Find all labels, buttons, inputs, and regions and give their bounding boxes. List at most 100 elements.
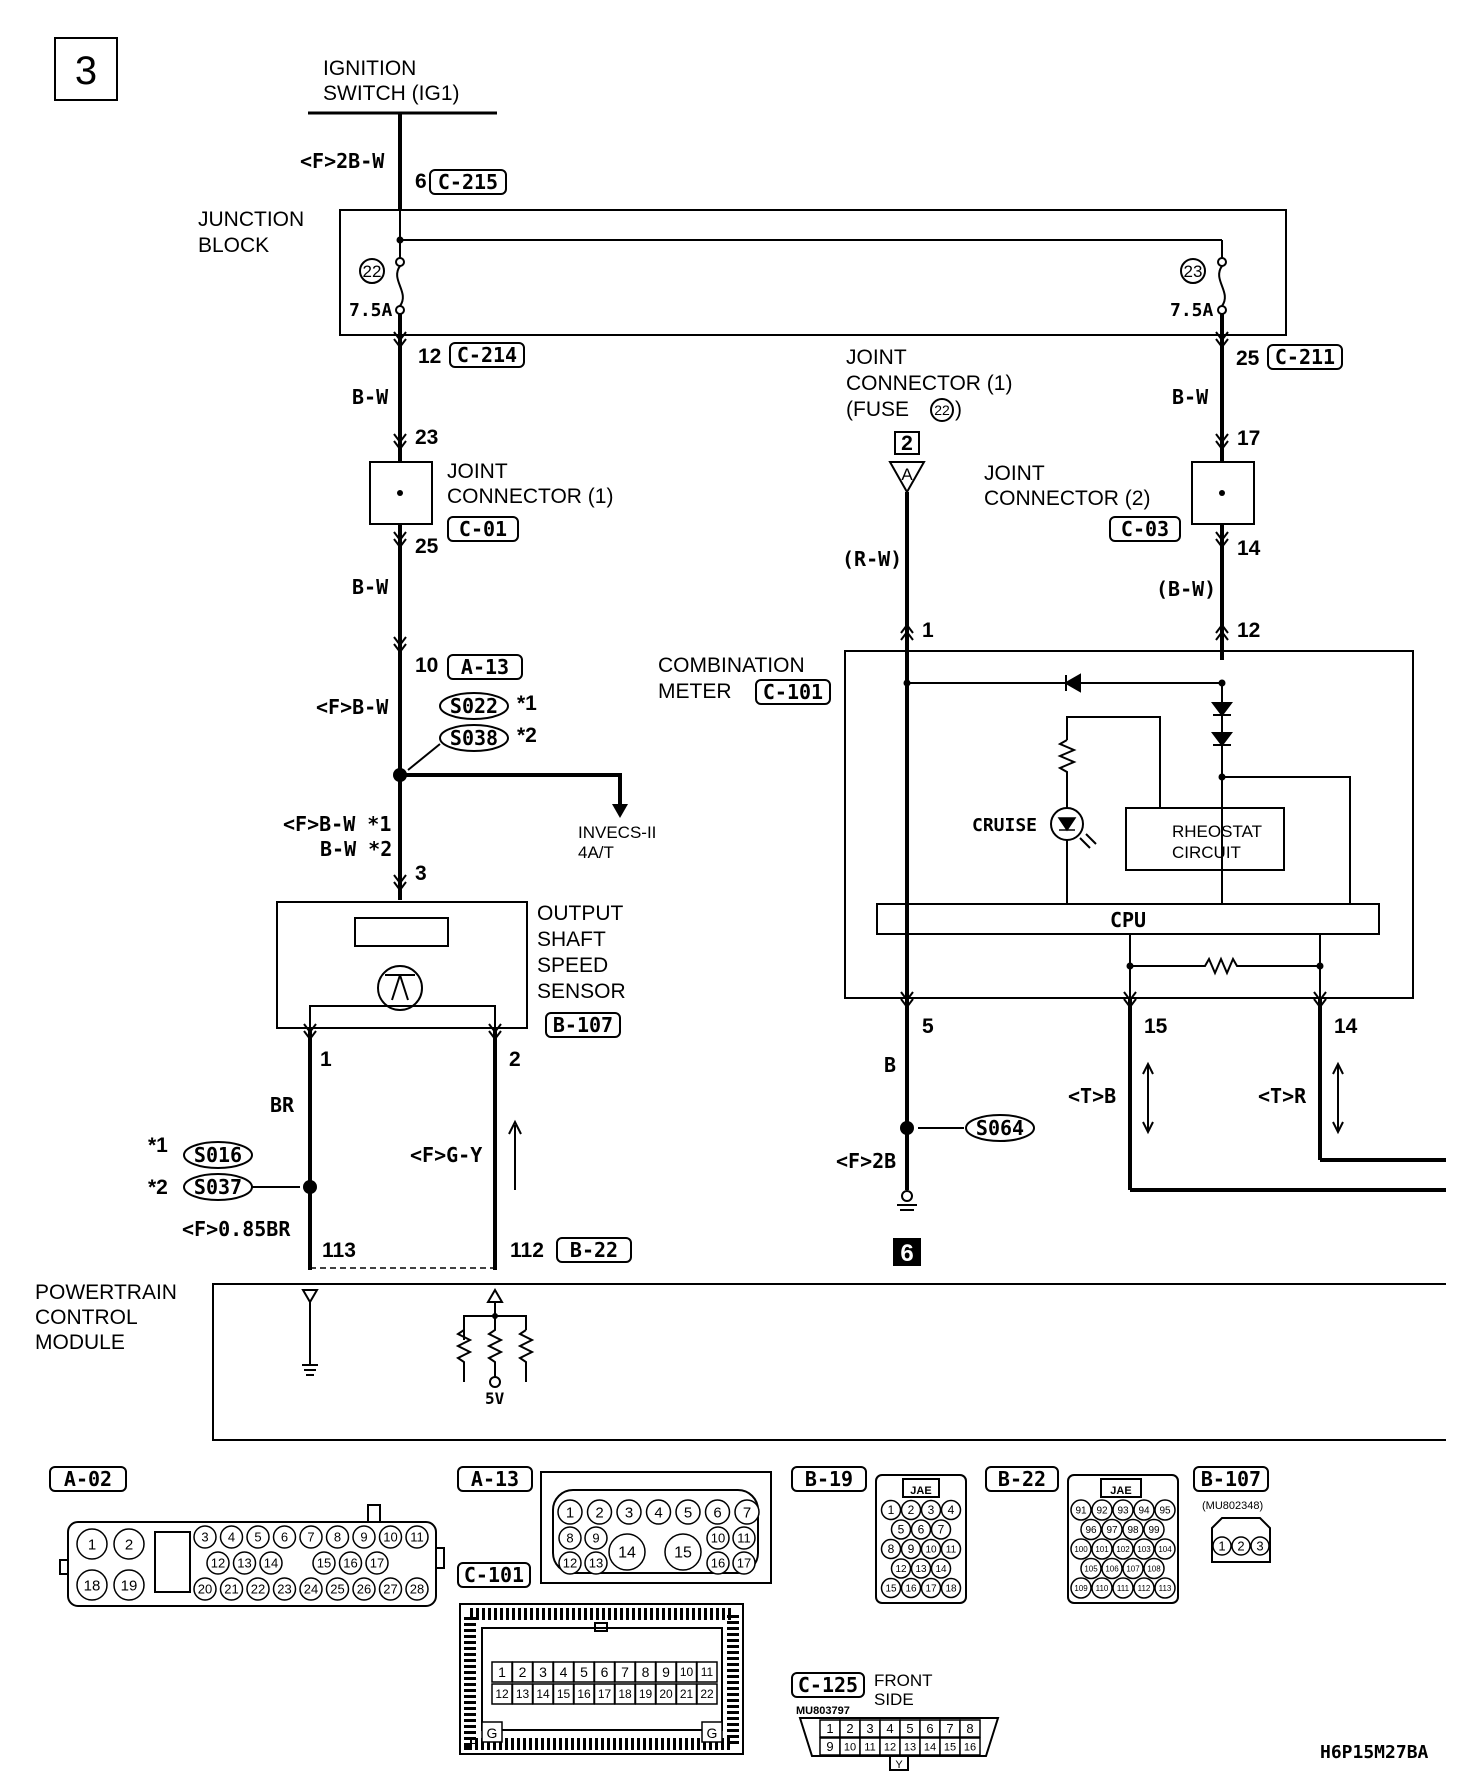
conn-b107: B-107 <box>553 1013 613 1037</box>
connector-pin-label: 11 <box>737 1531 751 1546</box>
conn-c125-part: MU803797 <box>796 1705 850 1717</box>
connector-pin-label: 10 <box>711 1531 725 1546</box>
pcm-resistor-1 <box>455 1329 473 1382</box>
connector-pin-label: 17 <box>925 1584 937 1595</box>
connector-pin <box>405 1577 429 1601</box>
meter-resistor <box>1057 739 1077 800</box>
connector-pin-label: 1 <box>826 1721 833 1736</box>
connector-pin-label: 6 <box>918 1523 925 1537</box>
connector-pin-label: 110 <box>1096 1584 1109 1593</box>
connector-pin-label: 12 <box>884 1741 896 1753</box>
pin-10: 10 <box>415 654 438 677</box>
pcm-label-1: POWERTRAIN <box>35 1281 177 1304</box>
connector-pin <box>1080 1518 1102 1541</box>
connector-pin <box>930 1558 952 1579</box>
connector-pin-label: 17 <box>598 1687 612 1701</box>
joint-connector-1-box <box>369 461 433 525</box>
connector-pin-label: 12 <box>895 1564 907 1575</box>
connector-pin <box>1091 1538 1113 1560</box>
connector-pin-label: 6 <box>281 1530 288 1545</box>
svg-text:S037: S037 <box>194 1175 242 1199</box>
connector-pin-label: 9 <box>908 1542 915 1556</box>
connector-pin <box>706 1551 730 1575</box>
connector-pin-label: 16 <box>577 1687 591 1701</box>
connector-pin-label: 13 <box>904 1741 916 1753</box>
jc2-label-1: JOINT <box>984 462 1045 485</box>
connector-pin-label: 4 <box>886 1721 893 1736</box>
connector-pin-label: 7 <box>307 1530 314 1545</box>
pcm-pin-113: 113 <box>322 1239 356 1262</box>
connector-pin-label: 102 <box>1116 1545 1130 1554</box>
conn-b22-label: B-22 <box>998 1467 1046 1491</box>
connector-pin <box>219 1525 244 1549</box>
connector-pin-label: 98 <box>1127 1525 1139 1536</box>
pcm-resistor-2 <box>486 1316 504 1378</box>
connector-pin-label: 23 <box>277 1582 291 1597</box>
connector-pin-label: 9 <box>826 1739 833 1754</box>
sensor-pin-2: 2 <box>509 1048 521 1071</box>
connector-pin <box>920 1538 942 1560</box>
connector-pin-label: 95 <box>1159 1506 1171 1517</box>
svg-text:S038: S038 <box>450 726 498 750</box>
connector-pin-label: 91 <box>1075 1506 1087 1517</box>
connector-pin-label: 15 <box>317 1556 331 1571</box>
meter-pin-12: 12 <box>1237 619 1260 642</box>
svg-text:G: G <box>487 1725 498 1741</box>
conn-b107-body <box>1211 1517 1271 1563</box>
connector-pin-label: 10 <box>680 1665 694 1679</box>
conn-c125-body <box>798 1717 1000 1757</box>
svg-text:S064: S064 <box>976 1116 1024 1140</box>
connector-pin <box>900 1538 922 1560</box>
bidir-arrow-14 <box>1332 1061 1344 1135</box>
connector-pin <box>1212 1536 1232 1556</box>
connector-pin <box>1154 1577 1176 1599</box>
connector-pin <box>299 1577 323 1601</box>
connector-pin <box>1154 1538 1176 1560</box>
connector-pin <box>1112 1499 1134 1521</box>
sensor-label-1: OUTPUT <box>537 902 624 925</box>
connector-pin-label: 2 <box>908 1503 915 1517</box>
connector-pin-label: 28 <box>410 1582 424 1597</box>
connector-pin-label: 14 <box>536 1687 550 1701</box>
connector-pin <box>1133 1538 1155 1560</box>
conn-c101: C-101 <box>763 680 823 704</box>
connector-pin <box>558 1526 582 1550</box>
connector-pin <box>1154 1499 1176 1521</box>
connector-pin-label: 8 <box>566 1531 573 1546</box>
jc1-label-2: CONNECTOR (1) <box>447 485 613 508</box>
fuse-23-rating: 7.5A <box>1170 300 1214 321</box>
connector-pin <box>959 1719 981 1738</box>
svg-text:2: 2 <box>901 432 913 455</box>
connector-pin <box>246 1525 270 1549</box>
connector-pin-label: 2 <box>595 1504 603 1521</box>
connector-pin-label: 8 <box>642 1664 650 1680</box>
connector-pin <box>1133 1577 1155 1599</box>
connector-pin <box>557 1499 583 1525</box>
pin-3: 3 <box>415 862 427 885</box>
connector-pin <box>1112 1538 1134 1560</box>
connector-pin-label: 12 <box>211 1556 225 1571</box>
connector-pin-label: 2 <box>125 1536 133 1553</box>
connector-pin <box>1091 1499 1113 1521</box>
fuse-22-element <box>396 265 404 307</box>
wire-tb: <T>B <box>1068 1084 1116 1108</box>
connector-pin-label: 8 <box>334 1530 341 1545</box>
mid-box-2 <box>894 431 920 455</box>
connector-pin-label: 5 <box>898 1523 905 1537</box>
connector-pin-label: 103 <box>1137 1545 1151 1554</box>
pin-12: 12 <box>418 345 441 368</box>
wire-f2b: <F>2B <box>836 1149 896 1173</box>
connector-pin-label: 18 <box>84 1577 101 1594</box>
sensor-pin-1: 1 <box>320 1048 332 1071</box>
connector-pin <box>338 1551 363 1575</box>
connector-pin <box>1133 1499 1155 1521</box>
connector-pin-label: 104 <box>1158 1545 1172 1554</box>
rheostat-circuit-box <box>1125 807 1285 871</box>
connector-pin-label: 96 <box>1085 1525 1097 1536</box>
connector-pin-label: 99 <box>1148 1525 1160 1536</box>
conn-a13-label: A-13 <box>471 1467 519 1491</box>
connector-pin <box>930 1519 952 1540</box>
